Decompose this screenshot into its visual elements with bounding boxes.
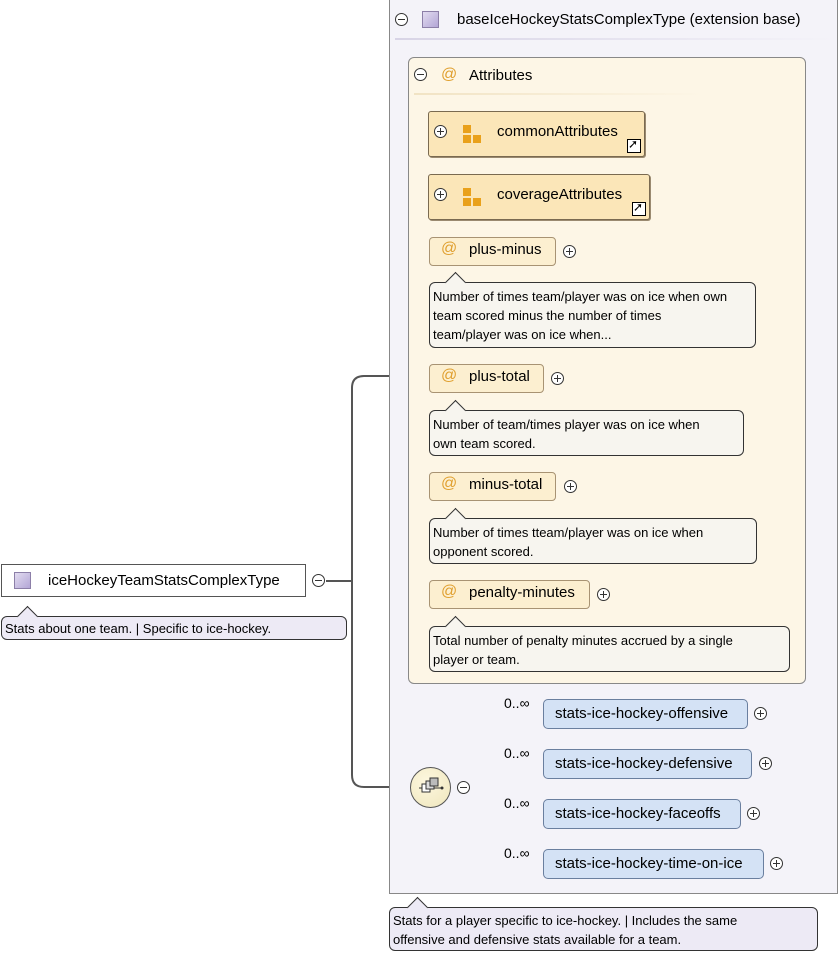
doc-line: team scored minus the number of times [433,308,662,323]
minus-total-expand-icon[interactable] [564,480,577,493]
element-label: stats-ice-hockey-time-on-ice [555,855,743,872]
attribute-plus-minus[interactable]: @ plus-minus [429,237,556,266]
element-stats-ice-hockey-offensive[interactable]: stats-ice-hockey-offensive [543,699,748,729]
attributes-heading: Attributes [469,67,533,84]
attribute-icon: @ [441,475,458,492]
doc-line: Stats for a player specific to ice-hocke… [393,913,738,928]
element-cardinality: 0..∞ [504,745,530,761]
penalty-minutes-expand-icon[interactable] [597,588,610,601]
complex-type-icon [14,572,31,589]
plus-minus-documentation: Number of times team/player was on ice w… [429,271,756,348]
attribute-penalty-minutes[interactable]: @ penalty-minutes [429,580,590,609]
doc-line: team/player was on ice when... [433,327,612,342]
root-complex-type[interactable]: iceHockeyTeamStatsComplexType [1,564,306,597]
element-stats-ice-hockey-time-on-ice[interactable]: stats-ice-hockey-time-on-ice [543,849,764,879]
doc-line: player or team. [433,652,520,667]
element-cardinality: 0..∞ [504,845,530,861]
attribute-label: plus-minus [469,241,542,258]
plus-total-documentation: Number of team/times player was on ice w… [429,399,744,456]
element-label: stats-ice-hockey-offensive [555,705,729,722]
attribute-minus-total[interactable]: @ minus-total [429,472,556,501]
base-collapse-icon[interactable] [395,13,408,26]
attributes-collapse-icon[interactable] [414,68,427,81]
attribute-label: minus-total [469,476,543,493]
element-cardinality: 0..∞ [504,795,530,811]
faceoffs-expand-icon[interactable] [747,807,760,820]
shortcut-arrow-icon[interactable] [632,200,646,216]
attribute-group-common[interactable]: commonAttributes [428,111,645,157]
root-collapse-icon[interactable] [312,574,325,587]
penalty-minutes-documentation: Total number of penalty minutes accrued … [429,615,790,672]
sequence-collapse-icon[interactable] [457,781,470,794]
attribute-icon: @ [441,367,458,384]
doc-line: Number of team/times player was on ice w… [433,417,700,432]
doc-line: Stats about one team. | Specific to ice-… [5,621,272,636]
time-on-ice-expand-icon[interactable] [770,857,783,870]
element-label: stats-ice-hockey-faceoffs [555,805,721,822]
complex-type-icon [422,11,439,28]
minus-total-documentation: Number of times tteam/player was on ice … [429,507,757,564]
root-type-label: iceHockeyTeamStatsComplexType [48,572,280,589]
attribute-icon: @ [441,240,458,257]
attribute-icon: @ [441,583,458,600]
element-stats-ice-hockey-faceoffs[interactable]: stats-ice-hockey-faceoffs [543,799,741,829]
attributes-header-underline [414,93,704,95]
common-attributes-expand-icon[interactable] [434,125,447,138]
defensive-expand-icon[interactable] [759,757,772,770]
plus-minus-expand-icon[interactable] [563,245,576,258]
base-type-documentation: Stats for a player specific to ice-hocke… [389,896,818,951]
doc-line: opponent scored. [433,544,534,559]
sequence-compositor-icon [419,777,444,793]
element-cardinality: 0..∞ [504,695,530,711]
attribute-group-coverage[interactable]: coverageAttributes [428,174,650,220]
attribute-label: plus-total [469,368,530,385]
attribute-group-label: coverageAttributes [497,186,623,203]
doc-line: Number of times tteam/player was on ice … [433,525,704,540]
doc-line: own team scored. [433,436,536,451]
shortcut-arrow-icon[interactable] [627,137,641,153]
attribute-group-icon [463,125,481,143]
doc-line: Number of times team/player was on ice w… [433,289,728,304]
element-stats-ice-hockey-defensive[interactable]: stats-ice-hockey-defensive [543,749,752,779]
doc-line: Total number of penalty minutes accrued … [433,633,733,648]
base-type-header-underline [395,38,835,40]
attribute-group-label: commonAttributes [497,123,618,140]
attribute-label: penalty-minutes [469,584,575,601]
attribute-group-icon [463,188,481,206]
attribute-plus-total[interactable]: @ plus-total [429,364,544,393]
doc-line: offensive and defensive stats available … [393,932,682,947]
base-type-label: baseIceHockeyStatsComplexType (extension… [457,11,801,28]
root-type-documentation: Stats about one team. | Specific to ice-… [1,605,347,640]
plus-total-expand-icon[interactable] [551,372,564,385]
element-label: stats-ice-hockey-defensive [555,755,733,772]
sequence-compositor[interactable] [410,767,451,808]
attributes-at-icon: @ [441,66,458,83]
offensive-expand-icon[interactable] [754,707,767,720]
coverage-attributes-expand-icon[interactable] [434,188,447,201]
